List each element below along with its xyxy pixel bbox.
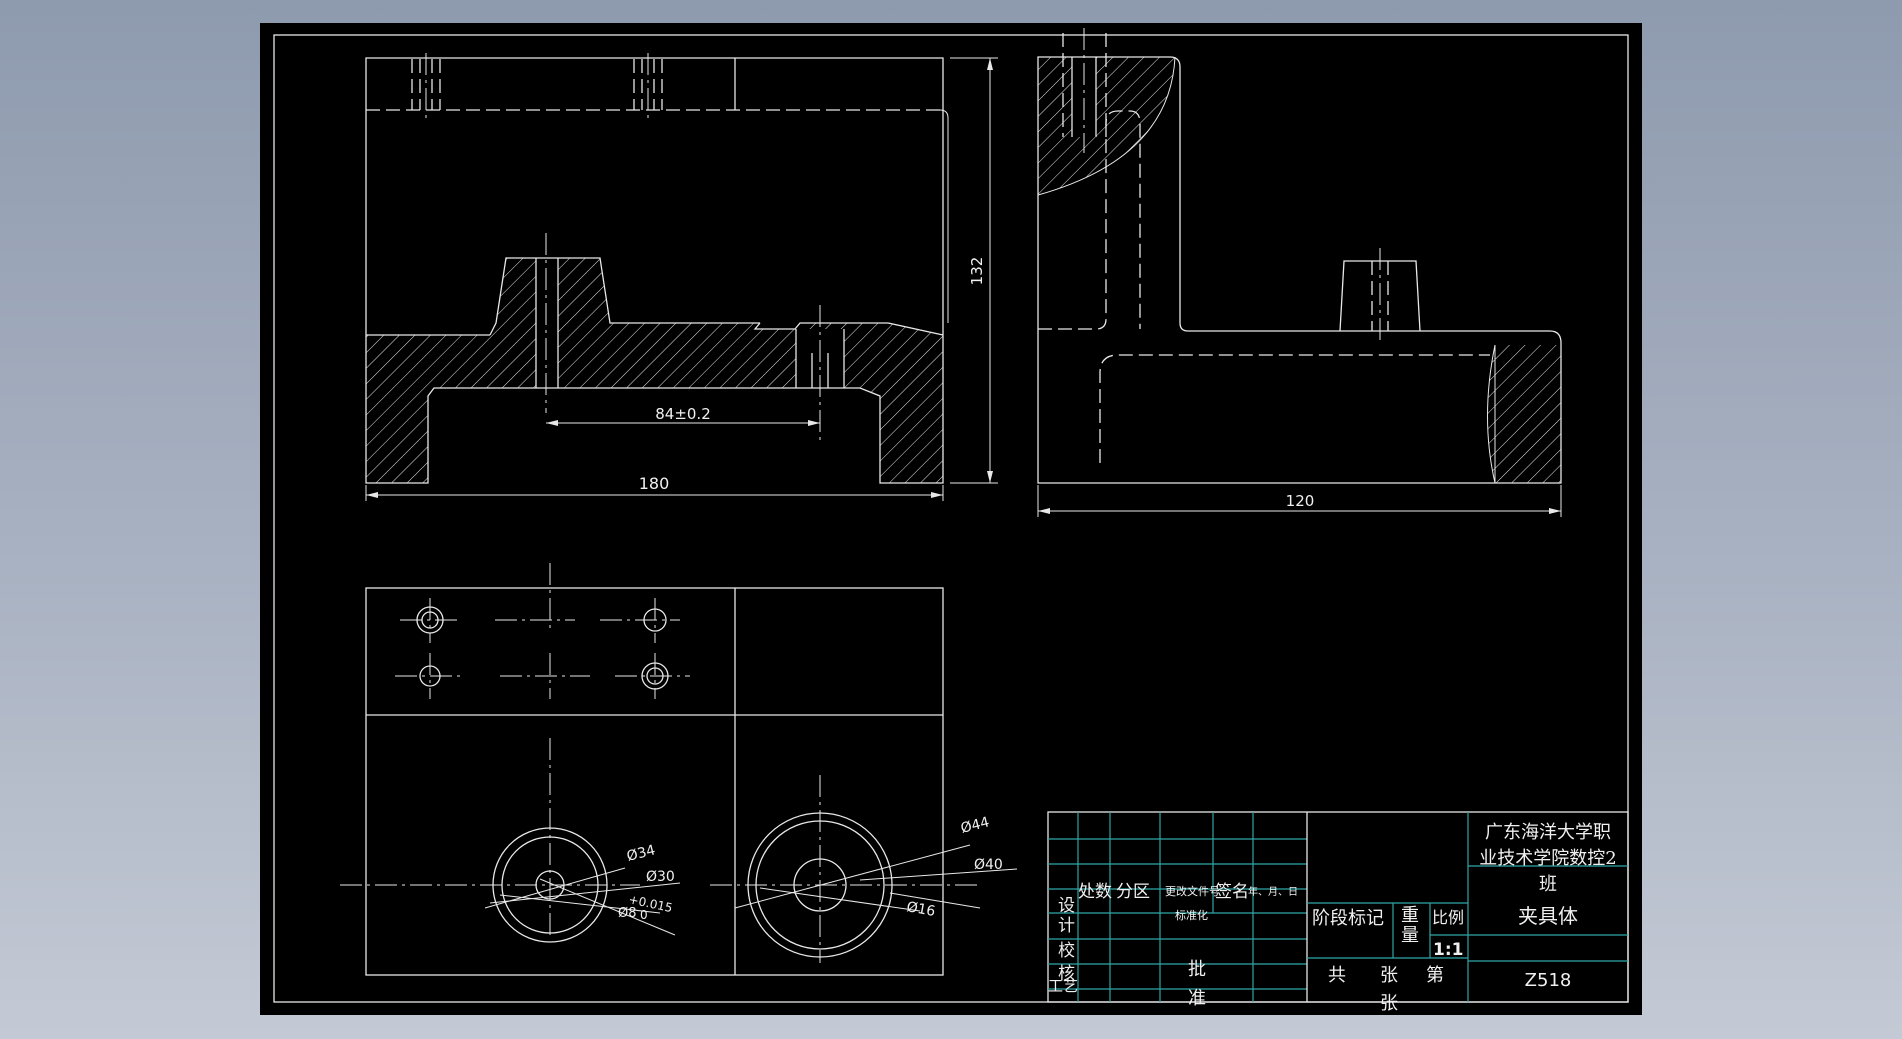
top-left-boss: Ø34 Ø30 +0.015 Ø8 0 <box>340 738 681 943</box>
label-sheets-1: 张 <box>1380 965 1398 986</box>
title-block: 广东海洋大学职 业技术学院数控2 班 夹具体 Z518 处数 分区 更改文件号 … <box>1047 811 1629 1014</box>
tol-8-lower: 0 <box>640 908 648 922</box>
front-top-holes <box>411 53 663 119</box>
top-small-holes <box>395 598 690 699</box>
label-qian-ming: 签名 <box>1215 882 1249 902</box>
label-total: 共 <box>1328 965 1346 986</box>
dim-84: 84±0.2 <box>546 405 820 426</box>
dim-8-text: Ø8 <box>618 906 637 921</box>
front-bore <box>536 258 558 388</box>
dim-180-text: 180 <box>639 474 670 493</box>
dim-16-text: Ø16 <box>905 899 936 920</box>
top-outline <box>365 587 944 976</box>
dim-120-text: 120 <box>1286 492 1315 510</box>
label-geng-gai: 更改文件号 <box>1165 884 1220 898</box>
school-line-3: 班 <box>1539 874 1557 895</box>
side-outline <box>1037 56 1562 484</box>
top-right-boss: Ø44 Ø40 Ø16 <box>710 775 1018 963</box>
dim-132-text: 132 <box>968 257 986 286</box>
front-outline <box>365 57 944 484</box>
dim-44-text: Ø44 <box>959 814 991 837</box>
revision-grid <box>1048 812 1307 1002</box>
dim-180: 180 <box>365 474 944 501</box>
top-view: Ø34 Ø30 +0.015 Ø8 0 Ø44 Ø40 Ø16 <box>340 563 1018 976</box>
school-line-2: 业技术学院数控2 <box>1479 848 1616 869</box>
scale-value: 1:1 <box>1433 940 1463 960</box>
label-process: 工艺 <box>1048 977 1078 995</box>
dim-132: 132 <box>950 57 998 484</box>
label-approve-2: 准 <box>1188 988 1206 1009</box>
dim-30-text: Ø30 <box>646 869 675 885</box>
label-weight-1: 重 <box>1401 905 1419 926</box>
part-name: 夹具体 <box>1518 904 1578 928</box>
drawing-canvas: 132 84±0.2 180 <box>273 28 1629 1014</box>
front-boss <box>489 257 760 336</box>
front-view: 132 84±0.2 180 <box>365 53 998 501</box>
label-fen-qu: 分区 <box>1116 882 1150 902</box>
school-line-1: 广东海洋大学职 <box>1485 822 1611 843</box>
label-check-1: 校 <box>1058 941 1075 961</box>
label-design-2: 计 <box>1058 916 1075 936</box>
front-section-hatch <box>366 258 943 483</box>
label-sheet-no: 第 <box>1426 965 1444 986</box>
label-design-1: 设 <box>1058 896 1075 916</box>
label-chu-shu: 处数 <box>1078 882 1112 902</box>
label-date: 年、月、日 <box>1248 885 1298 898</box>
inner-frame <box>273 34 1629 1003</box>
drawing-number: Z518 <box>1525 970 1572 991</box>
dim-84-text: 84±0.2 <box>655 405 711 423</box>
label-weight-2: 量 <box>1401 925 1419 946</box>
label-standardize: 标准化 <box>1175 908 1208 922</box>
dim-120: 120 <box>1037 485 1562 517</box>
label-approve-1: 批 <box>1188 959 1206 980</box>
label-sheets-2: 张 <box>1380 993 1398 1014</box>
dim-40-text: Ø40 <box>974 857 1003 873</box>
drawing-sheet: 132 84±0.2 180 <box>260 23 1642 1015</box>
side-view: 120 <box>1037 28 1562 517</box>
label-stage-mark: 阶段标记 <box>1312 908 1384 929</box>
label-scale: 比例 <box>1432 908 1464 927</box>
label-check-2: 核 <box>1058 964 1075 984</box>
dim-34-text: Ø34 <box>625 842 657 865</box>
